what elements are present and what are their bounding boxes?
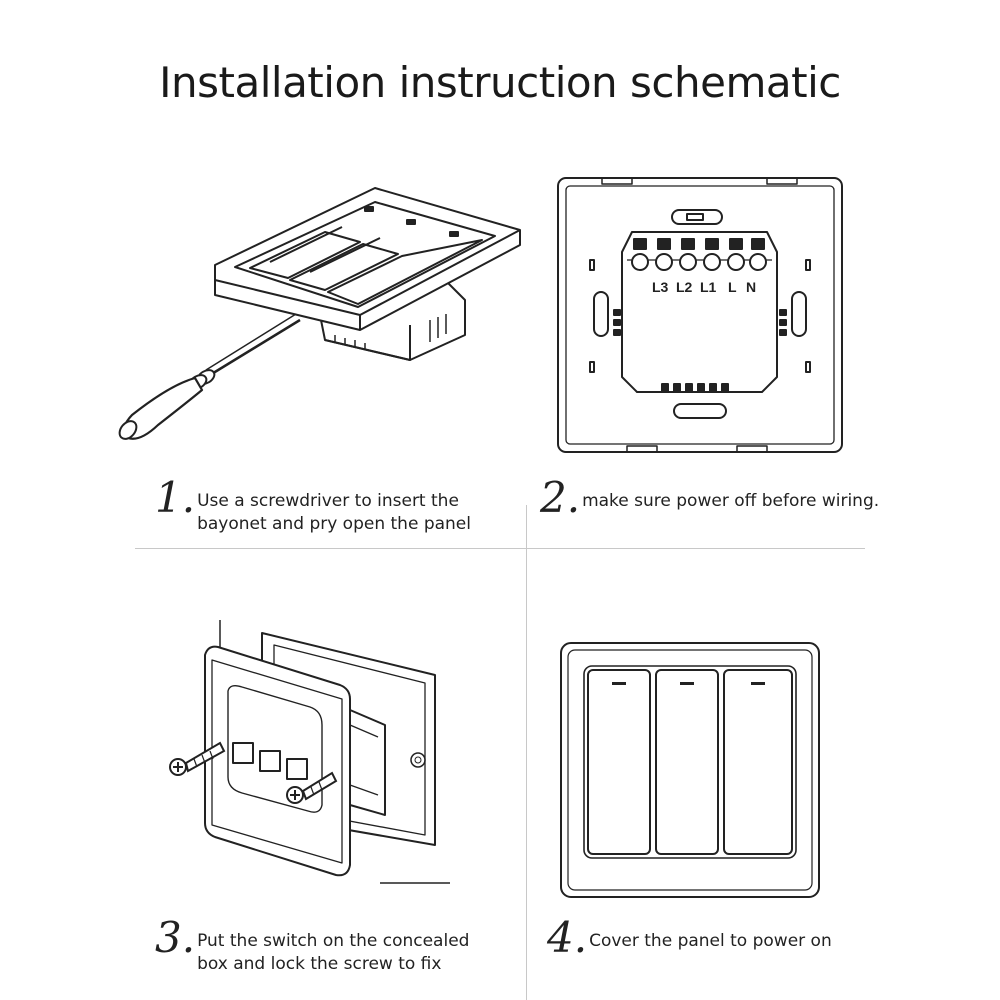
step-3-line-1: Put the switch on the concealed (197, 931, 470, 951)
step-2-number: 2. (540, 473, 581, 522)
step-2-line-1: make sure power off before wiring. (582, 491, 880, 511)
step-1-illustration (118, 187, 521, 440)
step-4-illustration (560, 642, 820, 898)
step-4: 4. Cover the panel to power on (547, 913, 832, 962)
step-3: 3. Put the switch on the concealed box a… (155, 913, 470, 976)
step-1: 1. Use a screwdriver to insert the bayon… (155, 473, 471, 536)
step-3-illustration (169, 620, 450, 884)
terminal-label-l1: L1 (700, 279, 717, 295)
step-4-number: 4. (547, 913, 588, 962)
step-1-number: 1. (155, 473, 196, 522)
step-1-line-1: Use a screwdriver to insert the (197, 491, 459, 511)
step-4-line-1: Cover the panel to power on (589, 931, 832, 951)
screw-icon (169, 741, 338, 804)
step-3-number: 3. (155, 913, 196, 962)
terminal-label-l3: L3 (652, 279, 669, 295)
horizontal-divider (135, 548, 865, 549)
step-2-illustration: L3 L2 L1 L N (557, 177, 843, 453)
step-1-line-2: bayonet and pry open the panel (197, 514, 471, 534)
page-title: Installation instruction schematic (159, 58, 841, 107)
terminal-label-n: N (746, 279, 756, 295)
step-2: 2. make sure power off before wiring. (540, 473, 880, 522)
terminal-label-l2: L2 (676, 279, 693, 295)
step-3-line-2: box and lock the screw to fix (197, 954, 442, 974)
vertical-divider (526, 505, 527, 1000)
terminal-label-l: L (728, 279, 737, 295)
